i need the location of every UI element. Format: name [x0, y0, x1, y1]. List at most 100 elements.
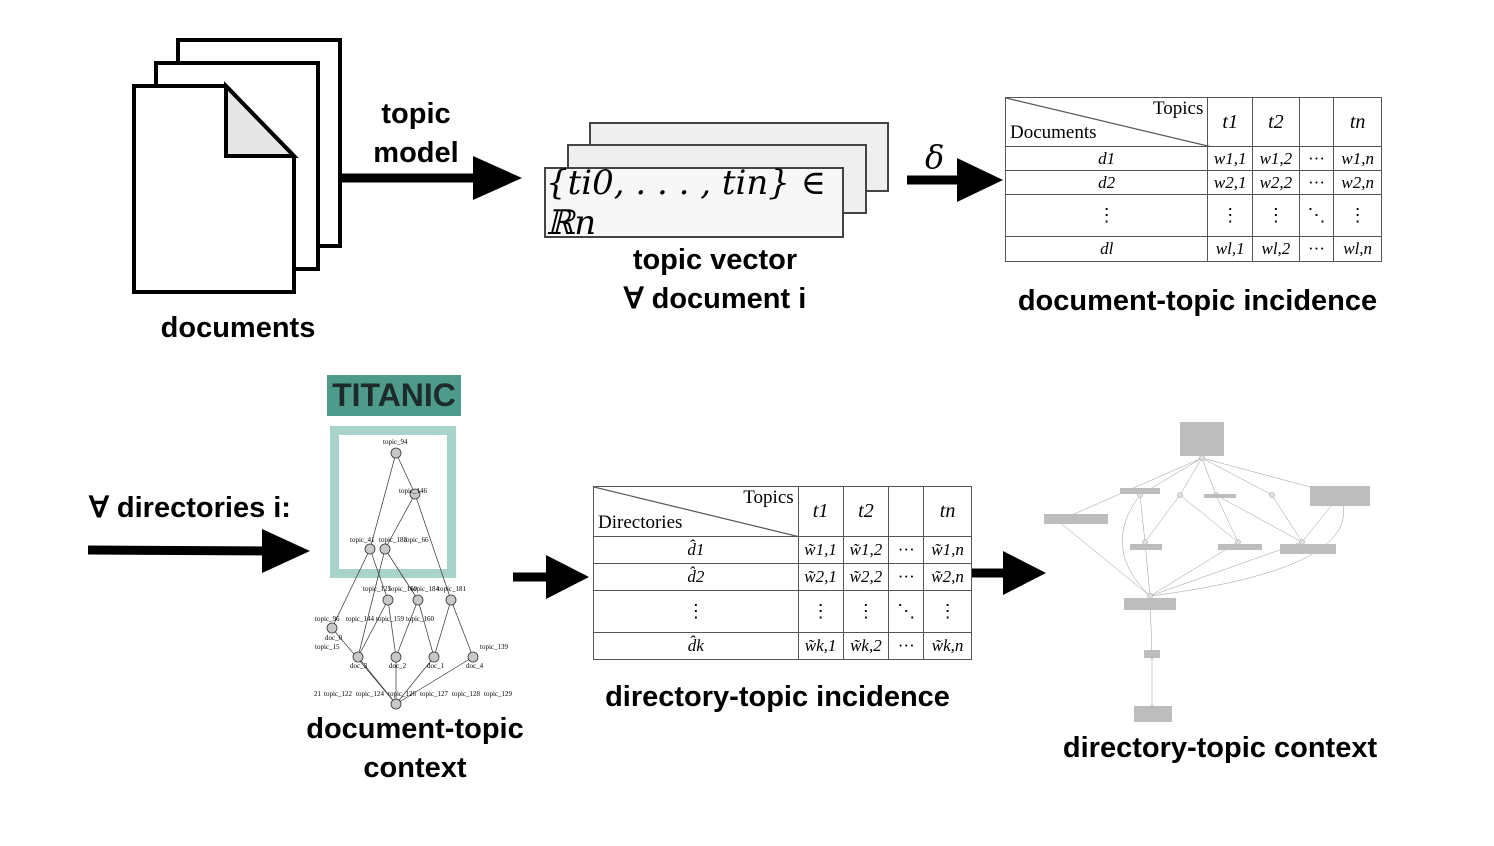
delta-label: δ [925, 138, 945, 176]
topic-vector-label-line1: topic vector [632, 244, 798, 276]
topic-model-line2: model [373, 137, 459, 169]
lattice-node-label: doc_1 [427, 662, 445, 670]
lattice-node-label: topic_139 [480, 643, 508, 651]
dir-table-cell: ··· [888, 563, 925, 591]
lattice-node-label: topic_128 [452, 690, 480, 698]
doc-table-cell: w2,n [1333, 170, 1382, 195]
doc-table-cell: w1,1 [1207, 146, 1254, 171]
dir-table-row: d̂1 w̃1,1 w̃1,2 ··· w̃1,n [593, 536, 972, 564]
topic-vector-card-front: {ti0, . . . , tin} ∈ ℝn [544, 163, 844, 243]
doc-table-cell: ⋮ [1004, 194, 1209, 237]
dir-table-cell: ⋱ [888, 590, 925, 633]
lattice-node-label: topic_15 [315, 643, 340, 651]
doc-table-row: dl wl,1 wl,2 ··· wl,n [1004, 236, 1382, 262]
lattice-label-block [1134, 706, 1172, 722]
lattice-node [428, 651, 440, 663]
dir-table-cell: w̃1,n [923, 536, 972, 564]
lattice-node [382, 594, 394, 606]
directories-label: ∀ directories i: [89, 492, 291, 524]
document-topic-lattice: topic_94 topic_146 topic_41 topic_183 to… [314, 438, 512, 710]
lattice-node [1142, 539, 1148, 545]
dir-table-row: d̂k w̃k,1 w̃k,2 ··· w̃k,n [593, 632, 972, 660]
doc-table-cell: wl,1 [1207, 236, 1254, 262]
dir-table-cell: w̃2,1 [797, 563, 844, 591]
doc-table-cell: ⋱ [1298, 194, 1335, 237]
lattice-node-label: topic_124 [356, 690, 384, 698]
lattice-node [445, 594, 457, 606]
lattice-node-label: doc_0 [325, 634, 343, 642]
doc-table-row: d2 w2,1 w2,2 ··· w2,n [1004, 170, 1382, 195]
lattice-node [379, 543, 391, 555]
dir-table-col-header [888, 486, 925, 537]
dir-table-row: ⋮ ⋮ ⋮ ⋱ ⋮ [593, 590, 972, 633]
doc-table-row: ⋮ ⋮ ⋮ ⋱ ⋮ [1004, 194, 1382, 237]
directory-topic-incidence-label: directory-topic incidence [605, 681, 950, 713]
dir-table-col-header: tn [923, 486, 972, 537]
doc-table-col-header: tn [1333, 97, 1382, 147]
document-topic-context-label: document-topic context [280, 710, 550, 788]
doc-table-cell: w2,2 [1252, 170, 1300, 195]
lattice-node [1299, 539, 1305, 545]
lattice-node-label: topic_183 [379, 536, 407, 544]
lattice-node [1147, 593, 1153, 599]
doc-table-cell: ··· [1298, 236, 1335, 262]
lattice-label-block [1130, 544, 1162, 550]
lattice-node-label: topic_125 [363, 585, 391, 593]
doc-table-cell: ··· [1298, 170, 1335, 195]
lattice-node-label: topic_159 [376, 615, 404, 623]
lattice-label-block [1120, 488, 1160, 494]
lattice-node-label: topic_160 [389, 585, 417, 593]
lattice-node [1199, 455, 1205, 461]
dir-table-corner-bottom: Directories [598, 512, 683, 533]
dir-table-cell: w̃1,1 [797, 536, 844, 564]
lattice-node-label: topic_126 [388, 690, 416, 698]
titanic-badge: TITANIC [327, 375, 461, 416]
directory-topic-table: Topics Directories t1 t2 tn d̂1 w̃1,1 w̃… [593, 486, 972, 660]
dir-table-corner-top: Topics [743, 487, 794, 508]
dir-table-cell: ⋮ [842, 590, 890, 633]
dir-table-row: d̂2 w̃2,1 w̃2,2 ··· w̃2,n [593, 563, 972, 591]
dir-table-cell: d̂1 [593, 536, 799, 564]
directories-arrow [88, 529, 310, 573]
dir-table-cell: w̃k,n [923, 632, 972, 660]
lattice-label-block [1204, 494, 1236, 498]
doc-table-corner-diagonal [1006, 98, 1212, 147]
lattice-label-block [1124, 598, 1176, 610]
doc-table-corner-bottom: Documents [1010, 122, 1097, 143]
lattice-label-block [1218, 544, 1262, 550]
doc-table-cell: w1,2 [1252, 146, 1300, 171]
lattice-node-label: topic_41 [350, 536, 375, 544]
lattice-node [326, 622, 338, 634]
document-topic-incidence-label: document-topic incidence [1017, 285, 1378, 317]
lattice-node-label: topic_146 [399, 487, 427, 495]
lattice-node-label: doc_2 [389, 662, 407, 670]
document-stack-icon [132, 38, 342, 294]
dir-table-cell: d̂2 [593, 563, 799, 591]
aggregate-arrow [513, 555, 589, 599]
lattice-highlight-box [330, 426, 456, 578]
doc-table-cell: dl [1004, 236, 1209, 262]
doc-table-cell: ⋮ [1207, 194, 1254, 237]
lattice-node [364, 543, 376, 555]
directory-topic-lattice [1044, 422, 1370, 722]
doc-table-cell: w1,n [1333, 146, 1382, 171]
doc-table-corner: Topics Documents [1004, 97, 1212, 147]
lattice-label-block [1280, 544, 1336, 554]
topic-model-line1: topic [381, 98, 451, 130]
delta-arrow [907, 158, 1003, 202]
topic-vector-expression: {ti0, . . . , tin} ∈ ℝn [546, 162, 826, 243]
dir-table-cell: w̃1,2 [842, 536, 890, 564]
lattice-node-label: 21 [314, 690, 322, 698]
dir-table-cell: w̃2,n [923, 563, 972, 591]
doc-table-cell: w2,1 [1207, 170, 1254, 195]
dir-table-corner-diagonal [594, 487, 800, 537]
doc-table-cell: ··· [1298, 146, 1335, 171]
dir-table-corner: Topics Directories [593, 486, 800, 537]
documents-label: documents [160, 312, 316, 344]
doc-table-cell: ⋮ [1252, 194, 1300, 237]
doc-table-cell: d1 [1004, 146, 1209, 171]
doc-table-cell: wl,n [1333, 236, 1382, 262]
lattice-label-block [1144, 650, 1160, 658]
lattice-node-label: topic_66 [404, 536, 429, 544]
lattice-node [1269, 492, 1275, 498]
